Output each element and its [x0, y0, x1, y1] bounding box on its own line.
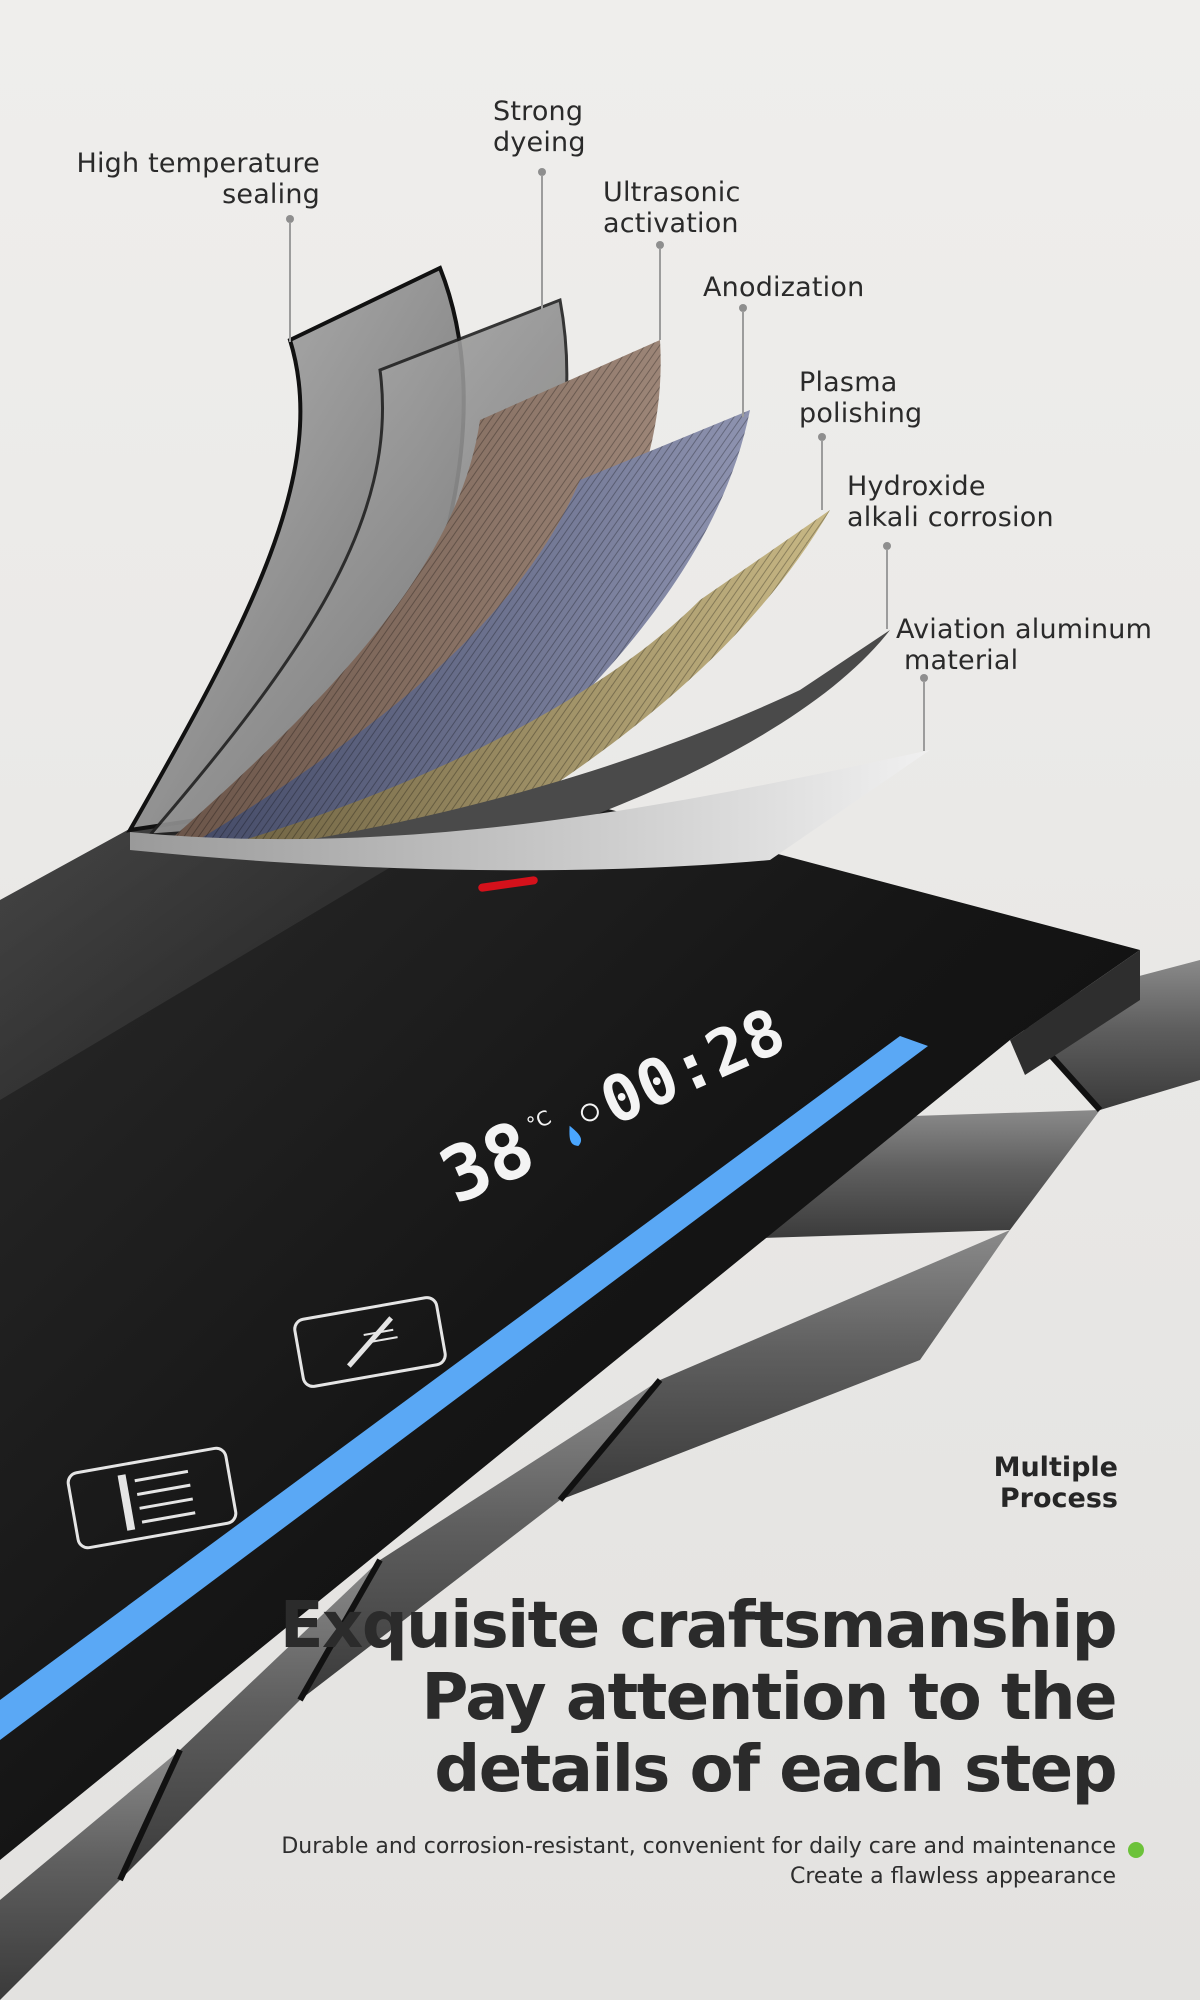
layer-label-hydroxide-alkali-corrosion: Hydroxide alkali corrosion [847, 471, 1054, 533]
layer-label-high-temperature-sealing: High temperature sealing [60, 148, 320, 210]
layer-label-line: sealing [222, 179, 320, 210]
headline-line: Exquisite craftsmanship [279, 1589, 1118, 1663]
leader-dot [538, 168, 546, 176]
rain-shower-icon[interactable] [66, 1446, 238, 1550]
layer-label-aviation-aluminum-material: Aviation aluminum material [896, 614, 1152, 676]
leader-line [541, 175, 543, 333]
layer-label-line: polishing [799, 398, 923, 429]
layer-label-plasma-polishing: Plasma polishing [799, 367, 922, 429]
layer-label-strong-dyeing: Strong dyeing [493, 96, 586, 158]
layer-label-line: Ultrasonic [603, 177, 741, 208]
layer-label-line: Anodization [703, 272, 865, 303]
leader-line [886, 549, 888, 629]
leader-dot [286, 215, 294, 223]
description-line-2: Create a flawless appearance [790, 1864, 1116, 1889]
leader-line [742, 311, 744, 417]
layer-label-ultrasonic-activation: Ultrasonic activation [603, 177, 741, 239]
water-drop-icon [569, 1125, 581, 1146]
headline: Exquisite craftsmanship Pay attention to… [279, 1589, 1118, 1807]
description-line-1: Durable and corrosion-resistant, conveni… [281, 1834, 1116, 1859]
layer-stack [126, 265, 930, 871]
leader-line [659, 248, 661, 340]
layer-label-line: activation [603, 208, 739, 239]
leader-dot [920, 674, 928, 682]
timer-icon [580, 1103, 599, 1122]
process-tag-line: Process [999, 1483, 1118, 1514]
leader-line [923, 681, 925, 751]
process-tag-line: Multiple [993, 1452, 1118, 1483]
leader-line [821, 440, 823, 510]
leader-dot [818, 433, 826, 441]
shower-head-icon[interactable] [293, 1296, 447, 1388]
leader-dot [883, 542, 891, 550]
process-tag: Multiple Process [994, 1452, 1118, 1514]
headline-line: details of each step [434, 1733, 1117, 1807]
leader-dot [739, 304, 747, 312]
leader-dot [656, 241, 664, 249]
red-indicator [478, 876, 538, 892]
layer-label-line: Plasma [799, 367, 898, 398]
blue-light-strip [0, 1036, 928, 1740]
layer-label-line: Aviation aluminum [896, 614, 1153, 645]
headline-line: Pay attention to the [421, 1661, 1118, 1735]
accent-dot [1128, 1842, 1144, 1858]
layer-label-line: Strong [493, 96, 584, 127]
layer-label-line: material [904, 645, 1019, 676]
layer-label-line: High temperature [76, 148, 320, 179]
layer-label-line: dyeing [493, 127, 586, 158]
layer-label-line: alkali corrosion [847, 502, 1054, 533]
layer-label-line: Hydroxide [847, 471, 986, 502]
layer-label-anodization: Anodization [703, 272, 864, 303]
leader-line [289, 222, 291, 342]
